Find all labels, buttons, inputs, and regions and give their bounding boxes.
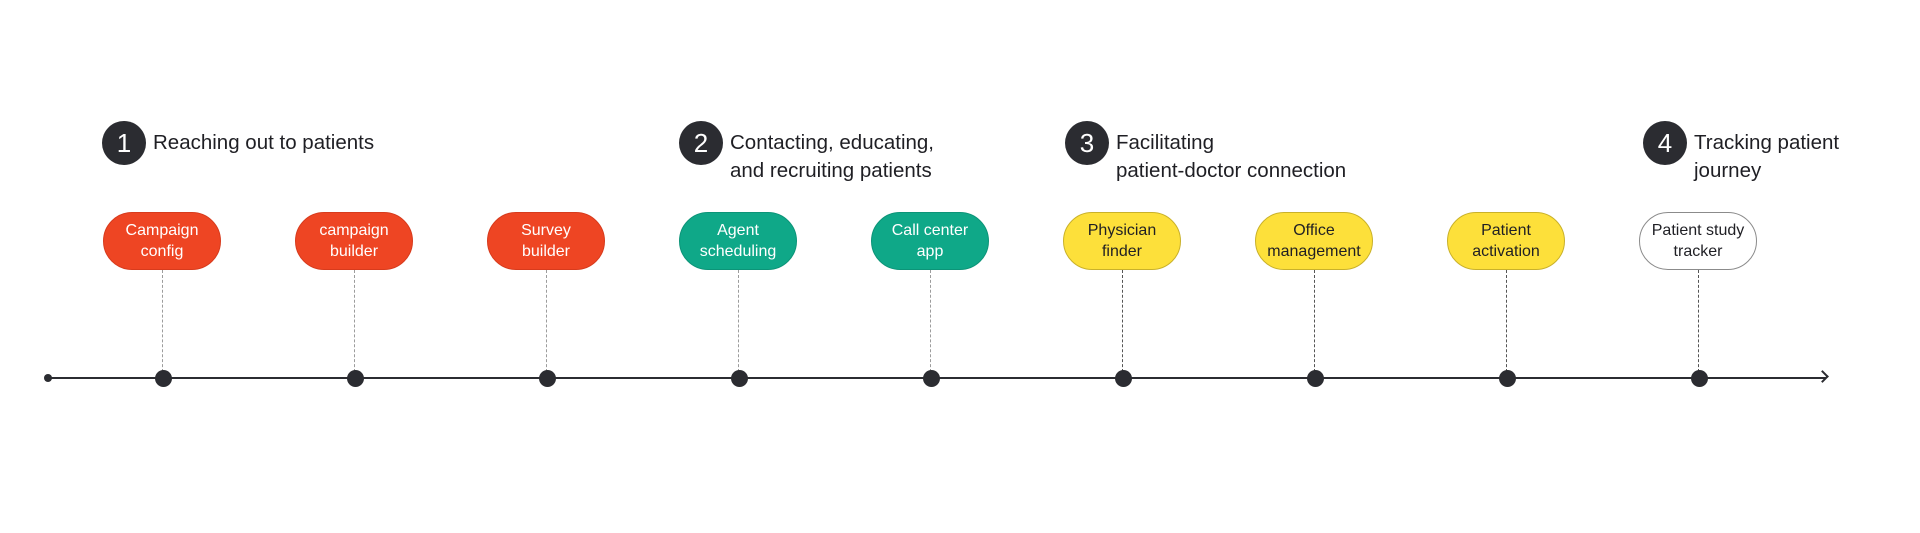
milestone-dot-3 <box>539 370 556 387</box>
milestone-dot-4 <box>731 370 748 387</box>
step-campaign-config: Campaign config <box>103 212 221 270</box>
connector-3 <box>546 270 547 377</box>
step-patient-activation: Patient activation <box>1447 212 1565 270</box>
phase-4-number: 4 <box>1643 121 1687 165</box>
phase-3-title: Facilitating patient-doctor connection <box>1116 131 1347 182</box>
phase-3: 3 Facilitating patient-doctor connection <box>1065 121 1346 185</box>
phase-1: 1 Reaching out to patients <box>102 121 374 165</box>
phase-2-number: 2 <box>679 121 723 165</box>
connector-6 <box>1122 270 1123 377</box>
phase-4: 4 Tracking patient journey <box>1643 121 1839 185</box>
arrow-right-icon <box>1816 370 1829 383</box>
connector-7 <box>1314 270 1315 377</box>
milestone-dot-7 <box>1307 370 1324 387</box>
phase-1-number: 1 <box>102 121 146 165</box>
phase-2: 2 Contacting, educating, and recruiting … <box>679 121 934 185</box>
step-patient-study-tracker: Patient study tracker <box>1639 212 1757 270</box>
connector-5 <box>930 270 931 377</box>
step-agent-scheduling: Agent scheduling <box>679 212 797 270</box>
phase-4-title: Tracking patient journey <box>1694 131 1840 182</box>
connector-4 <box>738 270 739 377</box>
connector-9 <box>1698 270 1699 377</box>
step-physician-finder: Physician finder <box>1063 212 1181 270</box>
step-campaign-builder: campaign builder <box>295 212 413 270</box>
milestone-dot-2 <box>347 370 364 387</box>
step-call-center-app: Call center app <box>871 212 989 270</box>
connector-8 <box>1506 270 1507 377</box>
milestone-dot-1 <box>155 370 172 387</box>
phase-3-number: 3 <box>1065 121 1109 165</box>
phase-2-title: Contacting, educating, and recruiting pa… <box>730 131 934 182</box>
connector-1 <box>162 270 163 377</box>
step-survey-builder: Survey builder <box>487 212 605 270</box>
connector-2 <box>354 270 355 377</box>
phase-1-title: Reaching out to patients <box>153 131 375 154</box>
milestone-dot-6 <box>1115 370 1132 387</box>
milestone-dot-5 <box>923 370 940 387</box>
timeline-start-dot <box>44 374 52 382</box>
step-office-management: Office management <box>1255 212 1373 270</box>
milestone-dot-8 <box>1499 370 1516 387</box>
milestone-dot-9 <box>1691 370 1708 387</box>
